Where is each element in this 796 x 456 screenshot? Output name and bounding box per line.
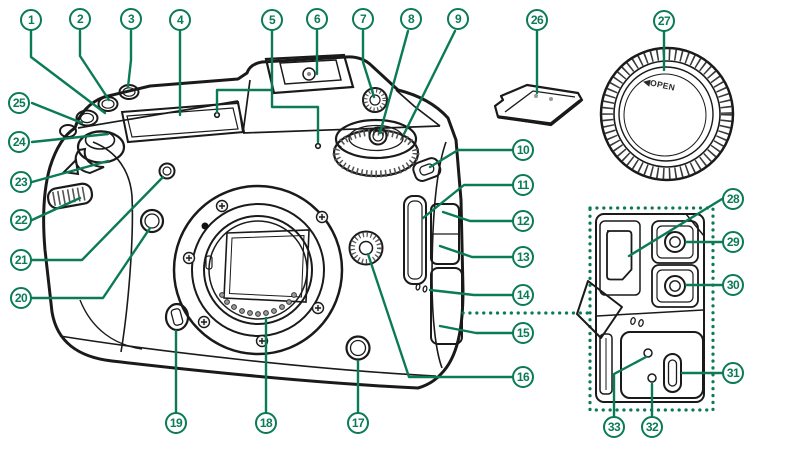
mount-screws: [182, 199, 329, 348]
mount-index-dot: [201, 222, 209, 230]
connector-covers: [403, 195, 463, 345]
usb-c-port: [663, 353, 682, 393]
callout-20: 20: [10, 287, 32, 309]
open-cover-flap: [576, 280, 623, 339]
callout-23: 23: [10, 171, 32, 193]
callout-1: 1: [20, 9, 42, 31]
front-function-button: [139, 208, 165, 234]
af-assist-lamp: [158, 162, 176, 180]
indicator-dot-lower: [647, 373, 657, 383]
callout-12: 12: [512, 210, 534, 232]
leader-lines: [29, 29, 724, 418]
microphone-hole-left: [213, 111, 221, 119]
indicator-dot-upper: [643, 348, 653, 358]
callout-8: 8: [400, 8, 422, 30]
callout-3: 3: [120, 8, 142, 30]
speaker-holes: [415, 283, 428, 293]
callout-5: 5: [261, 9, 283, 31]
callout-25: 25: [8, 92, 30, 114]
mode-dial: [332, 118, 420, 178]
callout-15: 15: [512, 322, 534, 344]
lens-mount: [172, 184, 344, 356]
callout-14: 14: [512, 284, 534, 306]
callout-33: 33: [603, 416, 625, 438]
lens-contacts: [219, 292, 297, 317]
body-cap-open-label: ◀OPEN: [642, 76, 676, 93]
callout-28: 28: [722, 188, 744, 210]
callout-7: 7: [352, 8, 374, 30]
callout-32: 32: [641, 416, 663, 438]
mount-pin: [205, 255, 213, 270]
callout-9: 9: [447, 8, 469, 30]
callout-18: 18: [255, 412, 277, 434]
callout-17: 17: [347, 412, 369, 434]
callout-4: 4: [169, 9, 191, 31]
callout-22: 22: [10, 209, 32, 231]
dial-lock-button: [368, 126, 388, 146]
callout-29: 29: [722, 231, 744, 253]
callout-26: 26: [526, 9, 548, 31]
callout-6: 6: [306, 8, 328, 30]
hdmi-port: [606, 230, 633, 281]
callout-19: 19: [165, 412, 187, 434]
connector-panel-inset: [461, 206, 715, 412]
strap-eyelet: [412, 157, 442, 182]
callout-11: 11: [512, 174, 534, 196]
image-sensor: [223, 229, 310, 303]
function-button-lower: [345, 335, 371, 361]
callout-13: 13: [512, 246, 534, 268]
callout-27: 27: [653, 10, 675, 32]
callout-21: 21: [10, 249, 32, 271]
hot-shoe-cover-illustration: [493, 83, 584, 127]
camera-body-illustration: [42, 53, 465, 390]
callout-24: 24: [8, 131, 30, 153]
top-lcd-panel: [120, 101, 246, 144]
callout-2: 2: [69, 8, 91, 30]
front-command-dial: [46, 182, 94, 210]
focus-mode-dial: [348, 230, 384, 266]
power-lever: [61, 147, 105, 176]
callout-30: 30: [722, 274, 744, 296]
lens-release-button: [164, 302, 190, 332]
callout-16: 16: [512, 366, 534, 388]
callout-10: 10: [512, 139, 534, 161]
diopter-dial: [362, 87, 388, 113]
body-cap-illustration: ◀OPEN: [599, 46, 735, 182]
callout-31: 31: [722, 362, 744, 384]
microphone-hole-right: [314, 142, 322, 150]
